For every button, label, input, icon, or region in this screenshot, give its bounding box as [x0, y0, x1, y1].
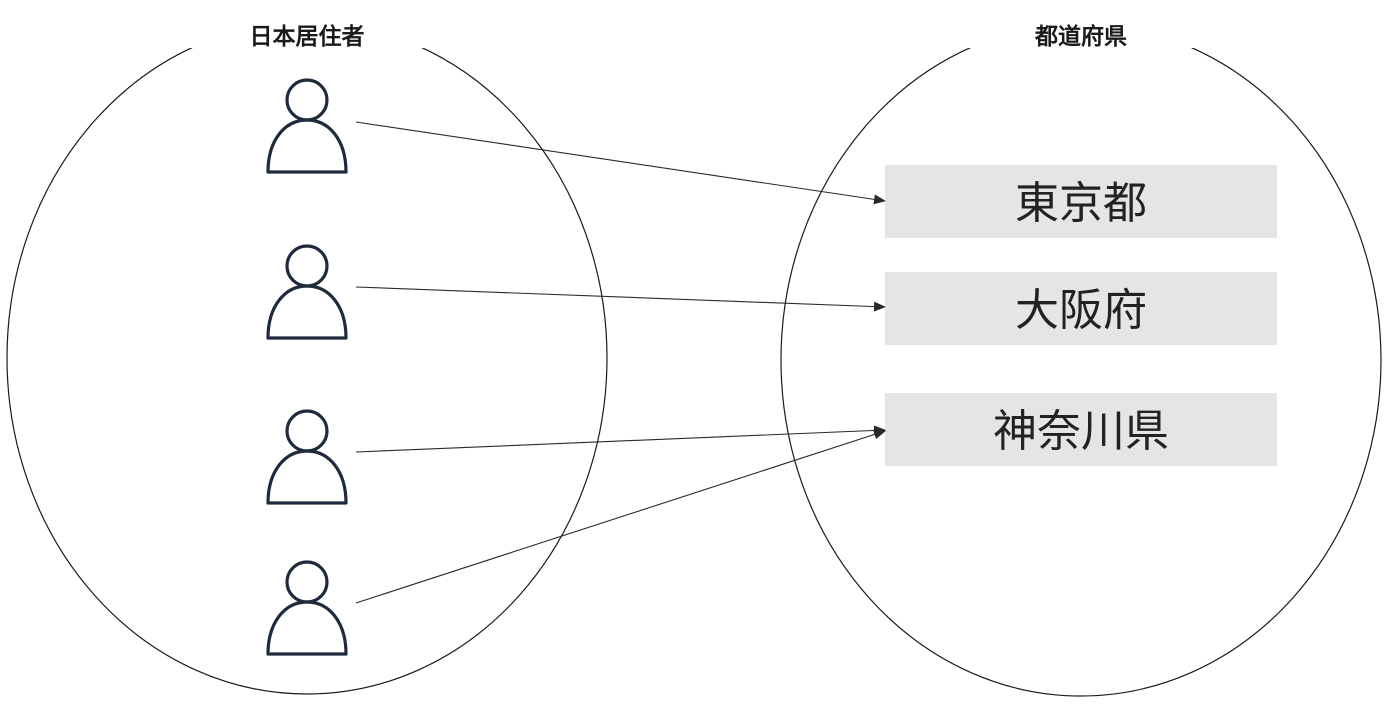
mapping-arrow	[355, 425, 886, 453]
prefecture-box-tokyo	[885, 165, 1277, 238]
domain-set-ellipse	[6, 21, 608, 695]
prefecture-label-osaka: 大阪府	[1015, 285, 1147, 336]
person-icon	[266, 560, 348, 656]
domain-set-title: 日本居住者	[250, 23, 365, 50]
person-icon	[266, 244, 348, 340]
prefecture-label-kanagawa: 神奈川県	[993, 406, 1169, 457]
prefecture-box-osaka	[885, 272, 1277, 345]
person-icon	[266, 409, 348, 505]
prefecture-box-kanagawa	[885, 393, 1277, 466]
mapping-arrow	[355, 286, 886, 312]
prefecture-item: 大阪府	[885, 272, 1277, 345]
mapping-arrow	[355, 429, 886, 604]
domain-set: 日本居住者	[6, 8, 608, 695]
mapping-arrow	[355, 121, 886, 205]
prefecture-item: 神奈川県	[885, 393, 1277, 466]
codomain-set-ellipse	[780, 23, 1382, 697]
codomain-set: 都道府県	[780, 8, 1382, 697]
domain-set-title-gap	[190, 8, 425, 48]
codomain-set-title-gap	[963, 8, 1199, 48]
prefecture-label-tokyo: 東京都	[1015, 178, 1147, 229]
prefecture-item: 東京都	[885, 165, 1277, 238]
codomain-set-title: 都道府県	[1034, 23, 1127, 50]
person-icon	[266, 78, 348, 174]
